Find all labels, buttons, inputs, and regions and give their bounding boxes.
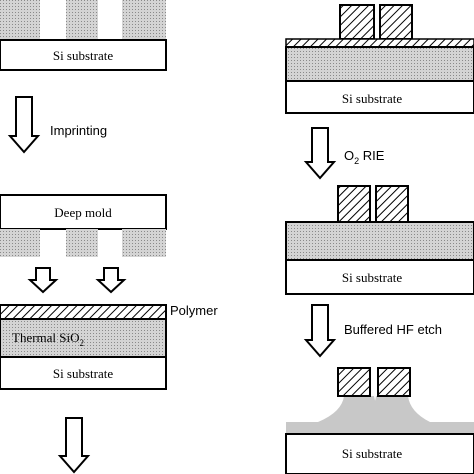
left-bottom-substrate-label: Si substrate [53, 366, 114, 381]
right-bottom-substrate-label: Si substrate [342, 446, 403, 461]
hf-arrow [303, 304, 337, 358]
polymer-label: Polymer [170, 303, 218, 318]
transfer-arrow-left [27, 267, 59, 294]
imprinting-step-label: Imprinting [50, 123, 107, 138]
thermal-oxide-layer [0, 318, 167, 358]
hf-step-label: Buffered HF etch [344, 322, 442, 337]
imprinting-arrow [7, 96, 41, 154]
left-top-substrate: Si substrate [0, 39, 167, 71]
polymer-layer [0, 304, 167, 320]
transfer-arrow-right [95, 267, 127, 294]
left-bottom-arrow [57, 417, 91, 474]
right-middle-stack: Si substrate [285, 185, 474, 295]
left-stack [0, 304, 167, 390]
right-bottom-stack: Si substrate [285, 367, 474, 474]
rie-arrow [303, 127, 337, 180]
left-bottom-substrate [0, 356, 167, 390]
deep-mold: Deep mold [0, 194, 167, 257]
rie-step-label: O2 RIE [344, 148, 385, 166]
right-top-substrate-label: Si substrate [342, 91, 403, 106]
right-top-stack: Si substrate [285, 4, 474, 114]
right-middle-substrate-label: Si substrate [342, 270, 403, 285]
thermal-oxide-label: Thermal SiO2 [12, 330, 84, 348]
left-top-substrate-label: Si substrate [53, 48, 114, 63]
top-mold-pillars [0, 0, 166, 40]
deep-mold-label: Deep mold [54, 205, 112, 220]
